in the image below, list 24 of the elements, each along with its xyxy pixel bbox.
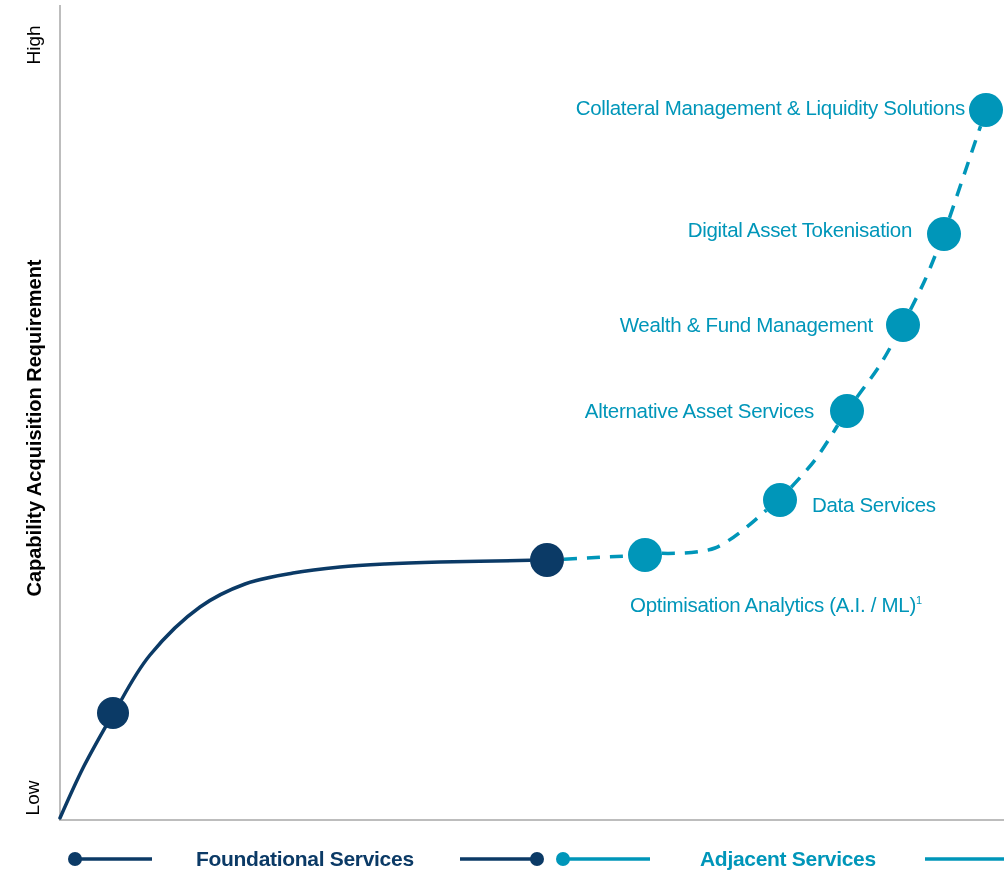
circle-marker xyxy=(886,308,920,342)
axis-tick-label: Low xyxy=(21,780,44,816)
circle-marker xyxy=(628,538,662,572)
legend-text: Adjacent Services xyxy=(700,847,876,871)
circle-marker xyxy=(97,697,129,729)
service-label: Optimisation Analytics (A.I. / ML)$^{1}$ xyxy=(630,591,922,617)
circle-marker xyxy=(969,93,1003,127)
circle-marker xyxy=(927,217,961,251)
circle-marker xyxy=(763,483,797,517)
dashed-curve xyxy=(789,424,840,489)
service-label: Data Services xyxy=(812,493,936,517)
curve-line xyxy=(119,558,532,702)
axis-title: Capability Acquisition Requirement xyxy=(22,259,45,597)
dashed-curve xyxy=(661,508,768,556)
service-label: Collateral Management & Liquidity Solutions xyxy=(575,96,965,120)
circle-marker xyxy=(830,394,864,428)
service-label: Alternative Asset Services xyxy=(584,399,814,423)
service-label: Wealth & Fund Management xyxy=(619,313,873,337)
curve-line xyxy=(58,725,108,820)
axis-tick-label: High xyxy=(22,25,45,65)
dashed-curve xyxy=(947,125,983,219)
circle-marker xyxy=(530,543,564,577)
service-label: Digital Asset Tokenisation xyxy=(687,218,912,242)
legend-text: Foundational Services xyxy=(196,847,414,871)
